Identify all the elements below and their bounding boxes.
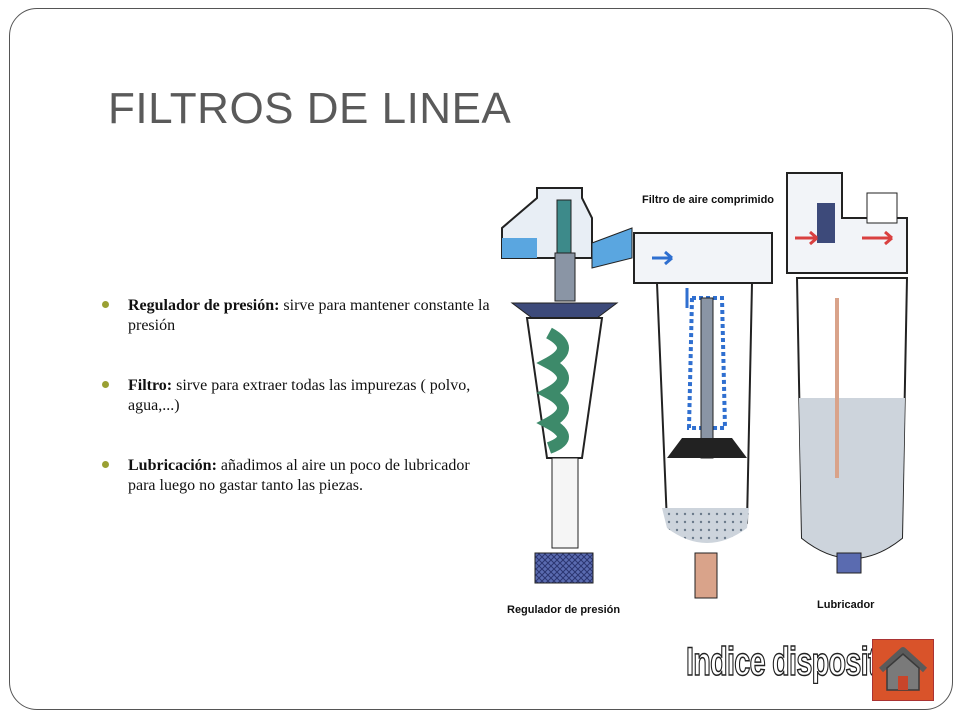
slide-frame (9, 8, 953, 710)
bullet-list: Regulador de presión: sirve para mantene… (100, 296, 490, 536)
bullet-item-lubrication: Lubricación: añadimos al aire un poco de… (100, 456, 490, 496)
lubricator-drawing: Lubricador (786, 172, 909, 611)
bullet-text: sirve para mantener constante la presión (128, 297, 490, 334)
regulator-label: Regulador de presión (507, 604, 620, 616)
bullet-dot-icon (102, 301, 109, 308)
bullet-term: Lubricación: (128, 457, 217, 474)
air-filter-drawing: Filtro de aire comprimido (633, 194, 774, 599)
slide-title: FILTROS DE LINEA (108, 84, 512, 133)
bullet-dot-icon (102, 381, 109, 388)
frl-unit-diagram: Regulador de presión Filtro de aire comp… (501, 172, 909, 616)
bullet-item-regulator: Regulador de presión: sirve para mantene… (100, 296, 490, 336)
bullet-text: sirve para extraer todas las impurezas (… (128, 377, 471, 414)
home-button[interactable] (872, 639, 934, 701)
house-icon (878, 647, 928, 691)
bullet-item-filter: Filtro: sirve para extraer todas las imp… (100, 376, 490, 416)
bullet-dot-icon (102, 461, 109, 468)
filter-label: Filtro de aire comprimido (642, 194, 774, 206)
bullet-term: Filtro: (128, 377, 173, 394)
bullet-term: Regulador de presión: (128, 297, 280, 314)
lubricator-label: Lubricador (817, 599, 875, 611)
bullet-text: añadimos al aire un poco de lubricador p… (128, 457, 470, 494)
pressure-regulator-drawing: Regulador de presión (501, 187, 633, 616)
